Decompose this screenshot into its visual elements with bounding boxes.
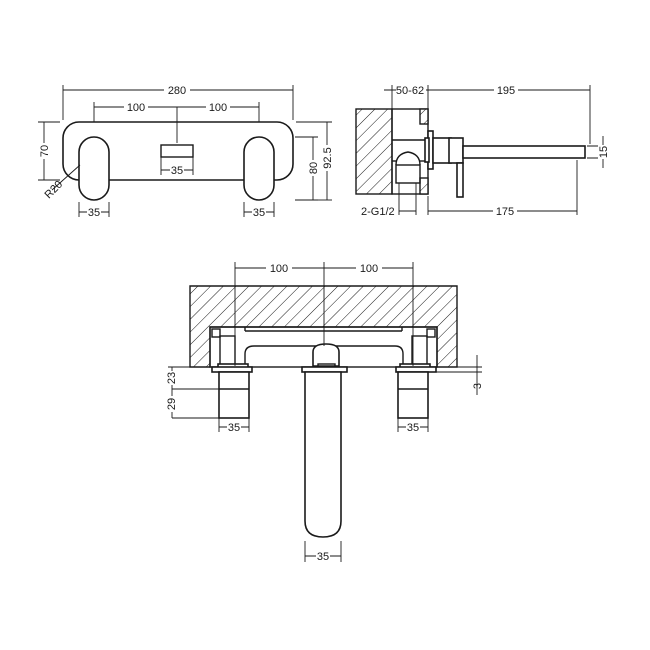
spout-side [462,145,586,159]
side-section-view: 50-62 195 15 2-G1/2 175 [355,83,610,218]
spout-outlet [160,144,194,158]
cover-plate [62,121,294,181]
dim-spout-width: 35 [317,551,329,563]
dim-inlet-thread: 2-G1/2 [361,206,395,218]
dim-handle-spacing-left: 100 [127,102,145,114]
dim-install-handle-width-left: 35 [228,422,240,434]
right-handle [243,136,275,201]
dim-corner-radius: R20 [42,178,65,201]
dim-plate-height: 70 [39,145,51,157]
installation-front-view: 100 100 23 29 3 35 35 [165,261,484,563]
dim-wall-depth-range: 50-62 [396,85,424,97]
dim-handle-width-left: 35 [88,207,100,219]
dim-handle-spacing-right: 100 [209,102,227,114]
spout-front [304,371,342,538]
dim-install-spacing-left: 100 [270,263,288,275]
dim-install-spacing-right: 100 [360,263,378,275]
dim-overall-width: 280 [168,85,186,97]
dim-handle-height: 80 [308,162,320,174]
dim-spout-projection: 195 [497,85,515,97]
dim-spout-outlet-width: 35 [171,165,183,177]
right-handle-front [397,371,429,419]
diverter-dome [312,343,340,367]
dim-body-protrusion: 23 [166,372,178,384]
dim-install-handle-width-right: 35 [407,422,419,434]
dim-handle-length: 29 [166,398,178,410]
dim-spout-height: 15 [598,146,610,158]
dim-flange-thickness: 3 [472,383,484,389]
front-plate-view: 280 100 100 35 70 R20 35 3 [37,83,334,219]
left-handle-front [218,371,250,419]
dim-handle-width-right: 35 [253,207,265,219]
lever [456,162,464,198]
dim-spout-reach: 175 [496,206,514,218]
dim-overall-height: 92.5 [322,147,334,168]
wall-section [355,108,393,195]
left-handle [78,136,110,201]
